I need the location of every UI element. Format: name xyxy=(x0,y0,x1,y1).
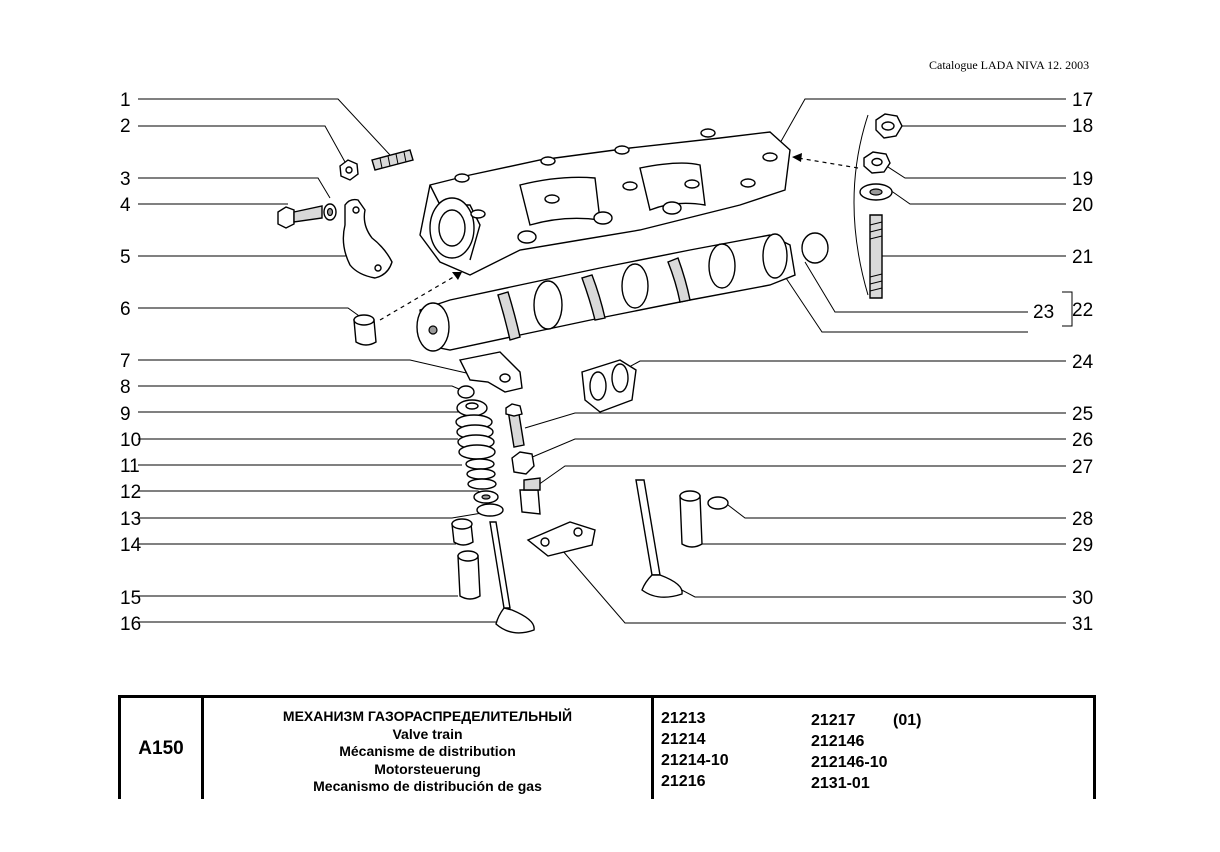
section-title-block: МЕХАНИЗМ ГАЗОРАСПРЕДЕЛИТЕЛЬНЫЙ Valve tra… xyxy=(204,698,654,799)
callout-9: 9 xyxy=(120,404,131,425)
camshaft xyxy=(416,233,796,352)
bracket-5 xyxy=(342,198,393,279)
model-code: 21213 xyxy=(661,710,706,727)
model-code: 21217 xyxy=(811,712,856,729)
callout-14: 14 xyxy=(120,535,142,556)
models-column-1: 21213 21214 21214-10 21216 xyxy=(661,708,729,792)
valve-guide-15 xyxy=(457,550,481,600)
model-code: 21214 xyxy=(661,731,706,748)
valve-30 xyxy=(635,479,683,598)
callout-1: 1 xyxy=(120,90,131,111)
callout-7: 7 xyxy=(120,351,131,372)
callout-16: 16 xyxy=(120,614,141,635)
callout-17: 17 xyxy=(1072,90,1093,111)
right-callouts: 17 18 19 20 21 22 23 24 25 26 27 28 29 3… xyxy=(1033,90,1094,635)
callout-19: 19 xyxy=(1072,169,1093,190)
spring-plate-24 xyxy=(581,359,637,413)
callout-2: 2 xyxy=(120,116,131,137)
callout-18: 18 xyxy=(1072,116,1093,137)
model-code: 212146 xyxy=(811,733,865,750)
circlip-28 xyxy=(707,496,729,510)
callout-25: 25 xyxy=(1072,404,1093,425)
callout-12: 12 xyxy=(120,482,141,503)
callout-29: 29 xyxy=(1072,535,1093,556)
callout-3: 3 xyxy=(120,169,131,190)
callout-24: 24 xyxy=(1072,352,1094,373)
callout-10: 10 xyxy=(120,430,141,451)
title-german: Motorsteuerung xyxy=(374,760,481,777)
washer-20 xyxy=(859,183,893,201)
bracket-arc xyxy=(853,114,869,296)
valve-seal-14 xyxy=(451,518,474,546)
title-spanish: Mecanismo de distribución de gas xyxy=(313,778,542,794)
catalogue-header: Catalogue LADA NIVA 12. 2003 xyxy=(929,58,1090,72)
stud-21 xyxy=(869,214,883,299)
callout-13: 13 xyxy=(120,509,141,530)
model-code: 2131-01 xyxy=(811,775,870,792)
title-french: Mécanisme de distribution xyxy=(339,743,516,759)
callout-4: 4 xyxy=(120,195,131,216)
callout-6: 6 xyxy=(120,299,131,320)
nut-2 xyxy=(339,159,359,181)
spring-seat-12 xyxy=(473,490,499,504)
nut-18 xyxy=(875,113,903,139)
section-code: A150 xyxy=(121,698,204,799)
callout-20: 20 xyxy=(1072,195,1093,216)
inner-spring-11 xyxy=(465,458,497,490)
title-english: Valve train xyxy=(392,725,463,742)
callout-5: 5 xyxy=(120,247,131,268)
valve-spring-10 xyxy=(455,414,496,460)
stud-1 xyxy=(371,149,414,171)
callout-21: 21 xyxy=(1072,247,1093,268)
right-leader-lines xyxy=(524,98,1073,624)
model-code: 21216 xyxy=(661,773,706,790)
bolt-4 xyxy=(277,205,323,229)
assembly-arrow-right xyxy=(797,157,859,169)
left-callouts: 1 2 3 4 5 6 7 8 9 10 11 12 13 14 15 16 xyxy=(120,90,142,635)
models-column-2: 21217 212146 212146-10 2131-01 xyxy=(811,710,888,794)
title-russian: МЕХАНИЗМ ГАЗОРАСПРЕДЕЛИТЕЛЬНЫЙ xyxy=(282,708,573,724)
locknut-26 xyxy=(511,451,535,475)
valve-16 xyxy=(489,521,535,634)
washer-3 xyxy=(323,203,337,221)
bush-6 xyxy=(353,314,377,346)
callout-11: 11 xyxy=(120,456,140,477)
callout-15: 15 xyxy=(120,588,141,609)
spring-washer-13 xyxy=(476,503,504,517)
callout-23: 23 xyxy=(1033,302,1054,323)
callout-22: 22 xyxy=(1072,300,1093,321)
callout-28: 28 xyxy=(1072,509,1093,530)
rocker-arm-7 xyxy=(458,351,523,393)
callout-8: 8 xyxy=(120,377,131,398)
callout-31: 31 xyxy=(1072,614,1093,635)
plug-23 xyxy=(801,232,829,264)
valve-keepers-8 xyxy=(457,385,475,399)
valve-guide-29 xyxy=(679,490,703,548)
model-code: 21214-10 xyxy=(661,752,729,769)
nut-19 xyxy=(863,151,891,174)
left-leader-lines xyxy=(138,98,496,623)
bushing-27 xyxy=(519,477,541,515)
callout-27: 27 xyxy=(1072,457,1093,478)
model-code: 212146-10 xyxy=(811,754,888,771)
catalog-info-table: A150 МЕХАНИЗМ ГАЗОРАСПРЕДЕЛИТЕЛЬНЫЙ Valv… xyxy=(118,695,1096,799)
exploded-parts-diagram: 1 2 3 4 5 6 7 8 9 10 11 12 13 14 15 16 1… xyxy=(120,90,1094,635)
camshaft-housing xyxy=(419,128,791,276)
spring-retainer-9 xyxy=(456,399,488,417)
gasket-31 xyxy=(526,521,596,557)
callout-26: 26 xyxy=(1072,430,1093,451)
callout-30: 30 xyxy=(1072,588,1093,609)
adjusting-bolt-25 xyxy=(505,403,525,448)
models-note: (01) xyxy=(893,712,922,729)
